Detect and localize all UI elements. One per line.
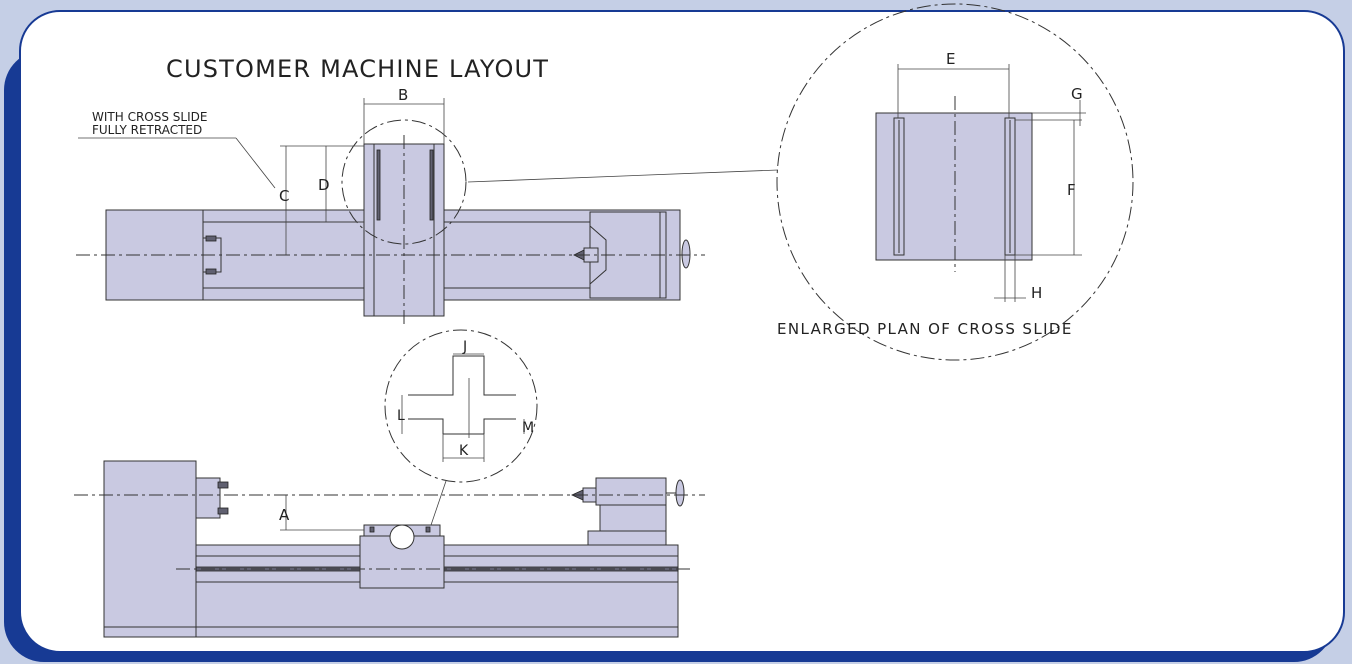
front-tailstock-barrel	[595, 477, 667, 506]
front-headstock	[103, 460, 197, 638]
t-slot-bottom-right	[483, 418, 516, 434]
front-t-slot-marker-left	[369, 526, 375, 533]
front-t-slot-marker-right	[425, 526, 431, 533]
dim-label-j: J	[462, 339, 467, 355]
plan-handwheel	[681, 239, 691, 269]
enlarged-caption: ENLARGED PLAN OF CROSS SLIDE	[777, 320, 1073, 338]
front-carriage-boss	[389, 524, 415, 550]
dim-label-f: F	[1067, 181, 1076, 199]
t-slot-leader	[429, 480, 447, 529]
t-slot-detail: J K L M	[384, 329, 538, 529]
plan-detail-circle	[341, 119, 467, 245]
plan-t-slot-right	[429, 149, 434, 221]
dim-label-b: B	[398, 86, 408, 104]
dim-label-c: C	[279, 187, 289, 205]
t-slot-detail-circle	[384, 329, 538, 483]
front-handwheel	[675, 479, 685, 507]
dim-label-k: K	[459, 443, 469, 459]
drawing-title: CUSTOMER MACHINE LAYOUT	[166, 55, 549, 83]
plan-chuck-jaw-top	[205, 235, 217, 242]
front-chuck-jaw-bottom	[217, 507, 229, 515]
dim-label-a: A	[279, 506, 290, 524]
front-chuck	[195, 477, 221, 519]
dim-label-m: M	[522, 420, 534, 436]
note-leader	[235, 137, 276, 189]
note-line-1: WITH CROSS SLIDE	[92, 110, 207, 124]
enlarged-view: E F G H ENLARGED PLAN OF CROSS SLIDE	[776, 3, 1134, 361]
front-tailstock-base	[587, 530, 667, 546]
plan-view: B C D	[76, 86, 779, 325]
t-slot-profile	[408, 355, 516, 396]
dim-label-h: H	[1031, 284, 1042, 302]
dim-label-l: L	[397, 408, 405, 424]
plan-chuck-jaw-bottom	[205, 268, 217, 275]
t-slot-bottom	[408, 418, 444, 434]
plan-t-slot-left	[376, 149, 381, 221]
detail-leader-line	[467, 169, 779, 183]
front-view: A	[74, 460, 705, 638]
dim-label-e: E	[946, 50, 955, 68]
enlarged-detail-circle	[776, 3, 1134, 361]
dim-label-g: G	[1071, 85, 1083, 103]
dim-label-d: D	[318, 176, 330, 194]
front-tailstock-body	[599, 504, 667, 532]
front-chuck-jaw-top	[217, 481, 229, 489]
note-line-2: FULLY RETRACTED	[92, 123, 202, 137]
